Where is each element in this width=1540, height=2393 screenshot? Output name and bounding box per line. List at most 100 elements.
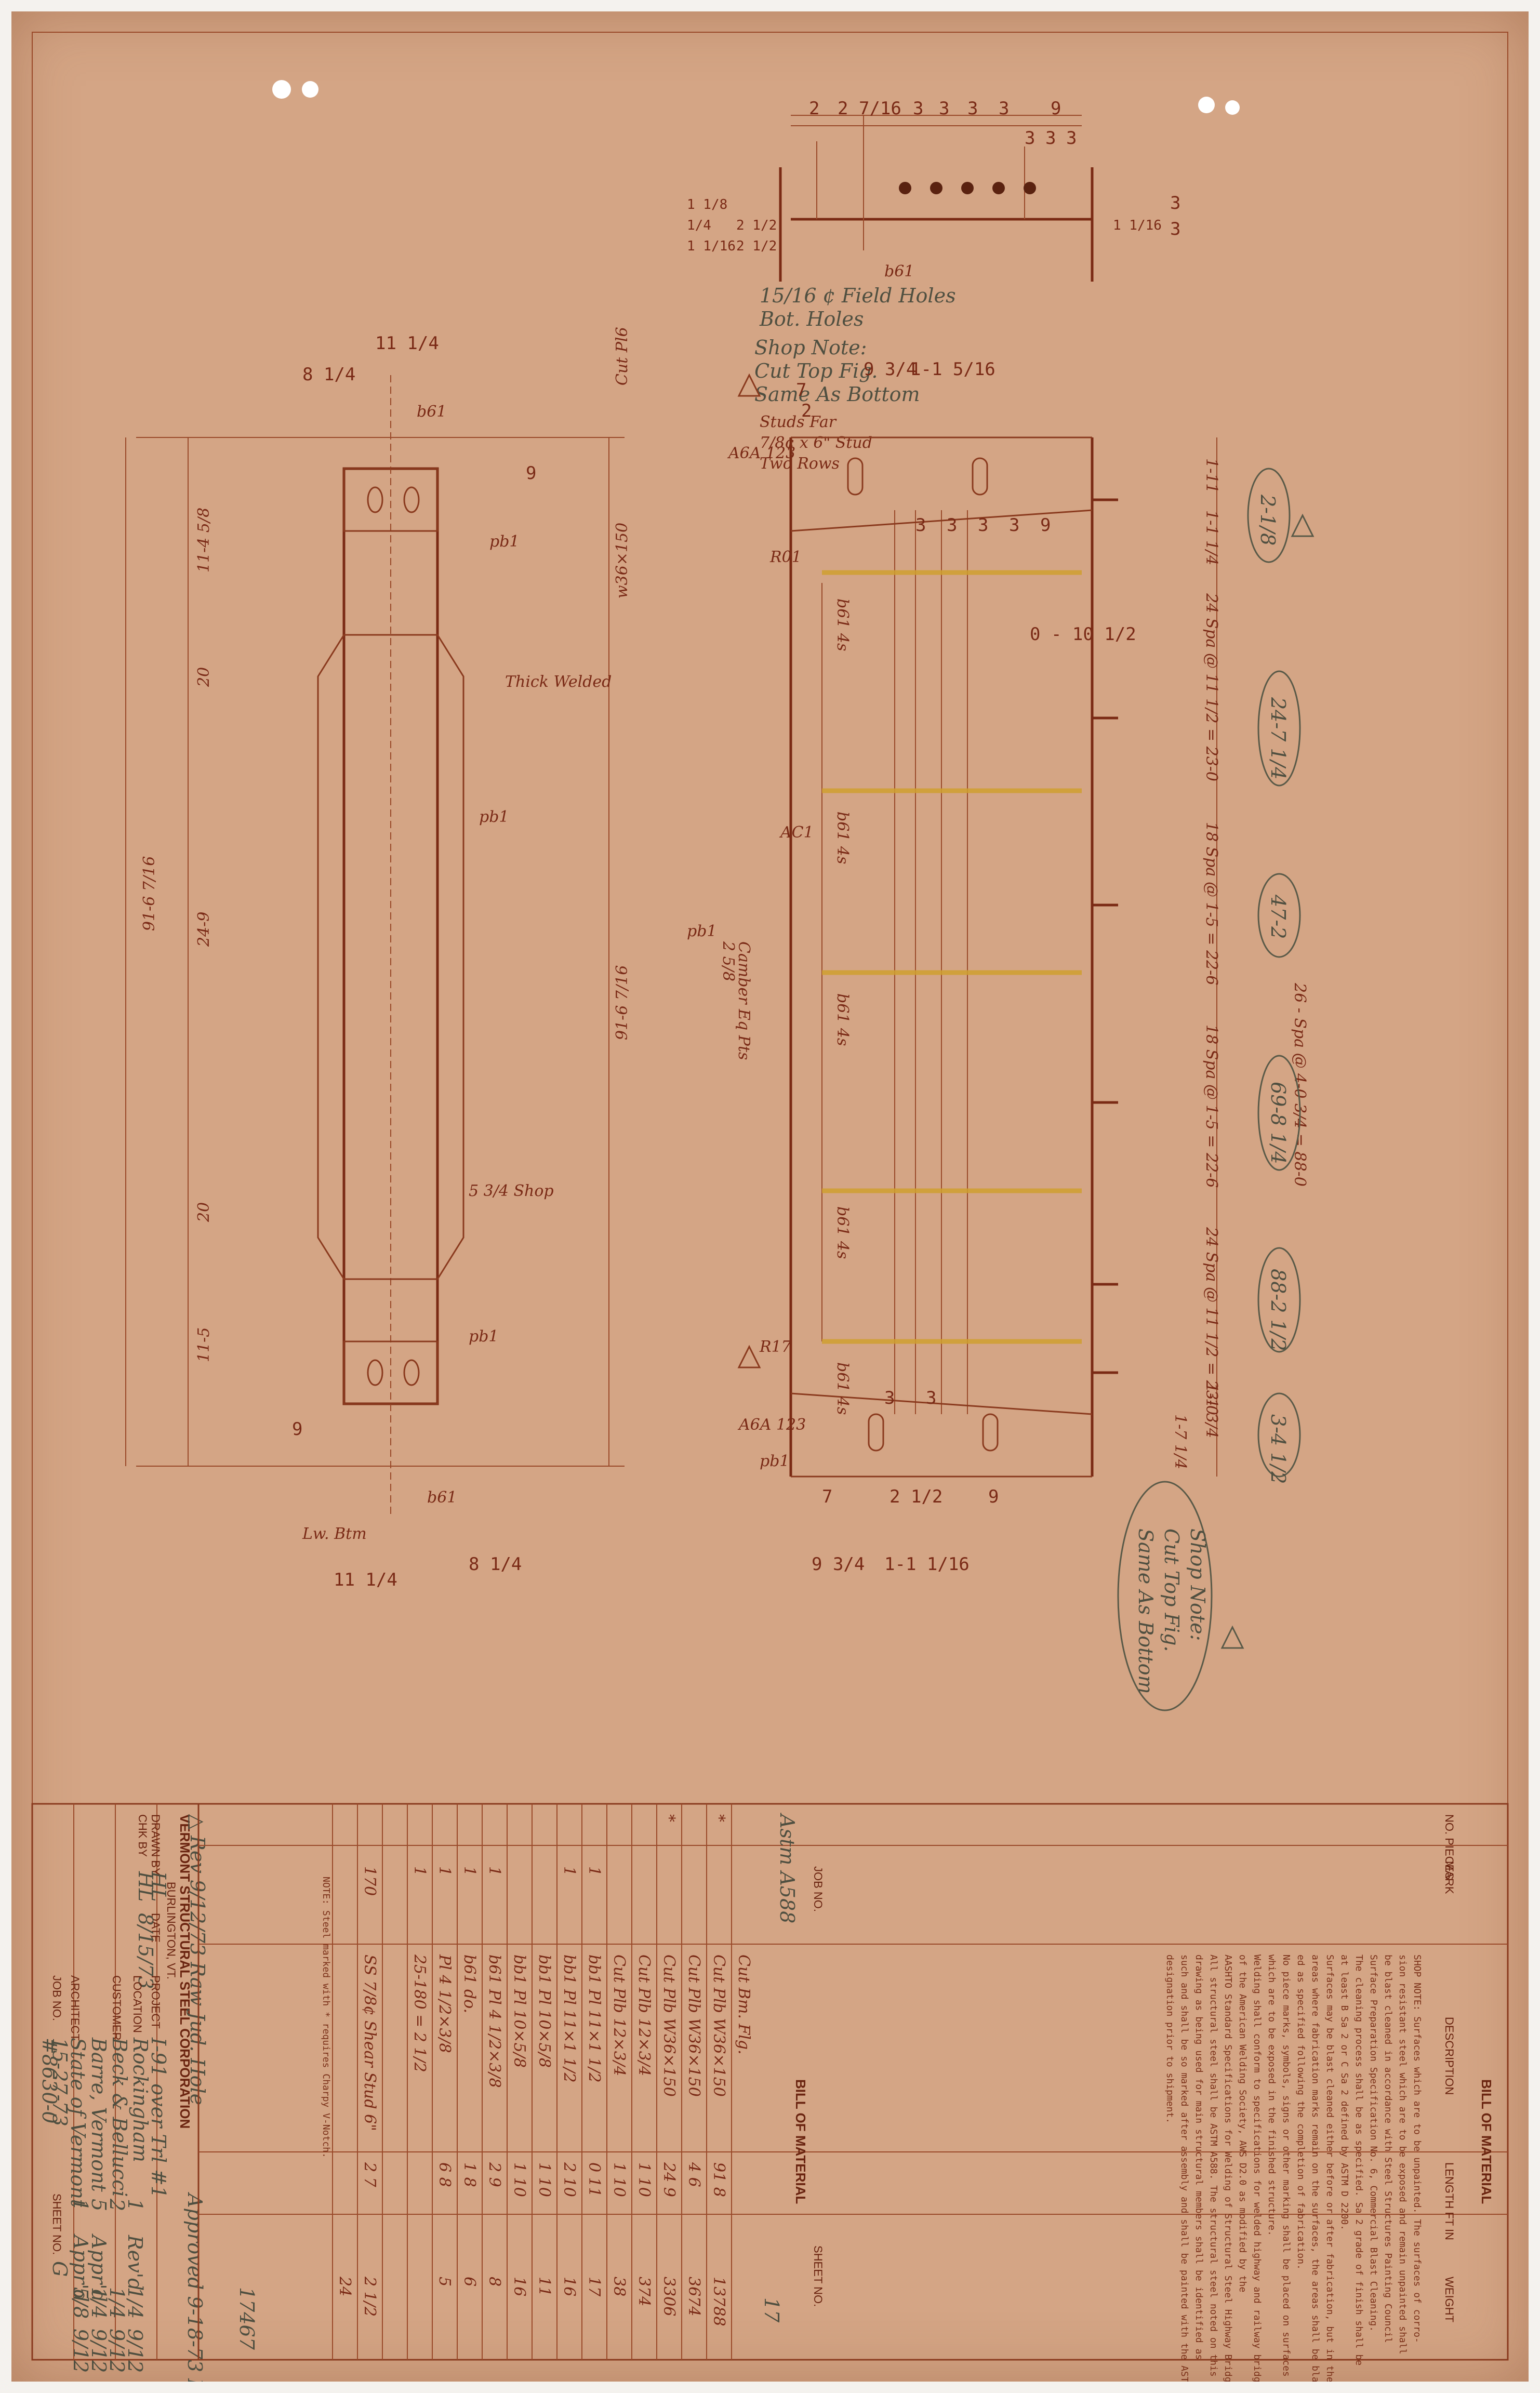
bom-cell-mark: 1 [485, 1866, 503, 1876]
title-block: VERMONT STRUCTURAL STEEL CORPORATION BUR… [31, 1803, 209, 2382]
overall-length: 91-6 7/16 [140, 856, 158, 931]
dwg-no: #8630-0 [38, 2038, 61, 2124]
camber-value: 2 5/8 [719, 941, 737, 981]
bom-cell-len: 0 11 [585, 2162, 603, 2197]
bom-cell-wt: 6 [460, 2277, 479, 2286]
stiffener-mark: b61 4s [833, 599, 852, 651]
right-end-dim: 7 [822, 1486, 832, 1507]
segment: 18 Spa @ 1-5 = 22-6 [1202, 1025, 1220, 1188]
bom-cell-wt: 374 [635, 2277, 653, 2306]
left-dim: 1 1/8 [687, 197, 727, 212]
bom-cell-wt: 11 [535, 2277, 553, 2296]
revision-table: 1 1/4 9/12 2 1/4 9/12 5 1/4 9/12 1 5/8 9… [69, 2198, 147, 2373]
punch-hole [1198, 97, 1215, 113]
bom-cell-len: 1 8 [460, 2162, 479, 2187]
bom-cell-desc: Cut Plb 12×3/4 [635, 1955, 653, 2076]
note-line: 15/16 ¢ Field Holes [760, 284, 956, 307]
cut-label: Cut Pl6 [613, 327, 631, 385]
punch-hole [302, 81, 318, 98]
edge-dim: 8 1/4 [469, 1554, 522, 1575]
end-label: pb1 [760, 1452, 790, 1470]
bom-cell-wt: 16 [560, 2277, 578, 2296]
segment: 1-7 1/4 [1171, 1414, 1189, 1469]
camber-note: Camber Eq Pts [735, 941, 753, 1060]
piece-mark: b61 [427, 1488, 457, 1507]
right-end-dim: 1-1 1/16 [884, 1554, 970, 1575]
label-drawn: DRAWN BY [149, 1814, 162, 1876]
approval-stamp: Approved 9-18-73 Bellucci [183, 2192, 206, 2382]
end-dim: 9 [526, 463, 536, 484]
right-dim: 1 1/16 [1113, 218, 1162, 233]
station: 3-4 1/2 [1267, 1414, 1290, 1484]
note-line: Same As Bottom [1134, 1528, 1157, 1694]
piece-mark: pb1 [469, 1327, 499, 1346]
stiffener-mark: b61 4s [833, 993, 852, 1046]
shop-note-line: be blast cleaned in accordance with Stee… [1383, 1955, 1393, 2343]
shop-note-line: of the American Welding Society, AWS D2.… [1237, 1955, 1248, 2292]
left-end-dim: 9 [1040, 515, 1051, 536]
bom-cell-desc: Cut Plb W36×150 [685, 1955, 703, 2097]
left-dim: 1 1/16 [687, 238, 736, 254]
shop-note-line: The cleaning process shall be as specifi… [1353, 1955, 1364, 2365]
segment: 1-1 3/4 [1202, 1383, 1220, 1438]
checked-by: HL [134, 1871, 157, 1902]
drawing-sheet: 2 2 7/16 3 3 3 3 9 3 3 3 2 1/2 2 1/2 1 1… [11, 11, 1529, 2382]
label-checked: CHK BY [136, 1814, 149, 1857]
top-subdim: 3 [1025, 128, 1035, 149]
sub-length: 11-4 5/8 [195, 508, 213, 573]
plan-view: 91-6 7/16 11-4 5/8 20 24-9 20 11-5 w36×1… [125, 327, 631, 1590]
piece-mark: 5 3/4 Shop [469, 1182, 554, 1200]
bom-title: BILL OF MATERIAL [1479, 2079, 1494, 2204]
right-end-dim: 3 [926, 1388, 936, 1408]
company-city: BURLINGTON, VT. [165, 1882, 178, 1979]
top-subdim: 3 [1045, 128, 1056, 149]
bom-cell-desc: bb1 Pl 11×1 1/2 [585, 1955, 603, 2083]
piece-mark: pb1 [489, 533, 520, 551]
bom-cell-desc: b61 Pl 4 1/2×3/8 [485, 1955, 503, 2088]
bom-cell-len: 6 8 [435, 2162, 454, 2187]
piece-mark: Lw. Btm [302, 1525, 367, 1543]
bom-cell-desc: Cut Plb 12×3/4 [610, 1955, 628, 2076]
top-dim: 2 [809, 98, 819, 119]
shop-note-line: No piece marks, symbols, signs or other … [1281, 1955, 1292, 2377]
bom-spec: Astm A588 [776, 1813, 799, 1923]
top-dim: 3 [913, 98, 923, 119]
segment: 24 Spa @ 11 1/2 = 23-0 [1202, 1227, 1220, 1415]
rev-no: 1 [69, 2199, 92, 2211]
shop-note-line: SHOP NOTE: Surfaces which are to be unpa… [1412, 1955, 1423, 2343]
bom-header: DESCRIPTION [1443, 2017, 1456, 2095]
label-location: LOCATION [131, 1975, 144, 2033]
bom-cell-wt: 16 [510, 2277, 528, 2296]
company-name: VERMONT STRUCTURAL STEEL CORPORATION [177, 1814, 193, 2129]
shop-note-bubble: Shop Note: Cut Top Fig. Same As Bottom [1117, 1481, 1244, 1711]
right-end-dim: 3 [884, 1388, 895, 1408]
bearing-callout: A6A 123 [737, 1416, 806, 1434]
edge-dim: 11 1/4 [334, 1570, 397, 1590]
bom-title-2: BILL OF MATERIAL [793, 2079, 808, 2204]
edge-dim: 11 1/4 [375, 333, 439, 354]
bom-cell-mark: 1 [460, 1866, 479, 1876]
rev-no: 1 [124, 2199, 147, 2211]
end-label: R17 [759, 1338, 792, 1356]
top-dim: 9 [1051, 98, 1061, 119]
end-label: pb1 [687, 922, 717, 940]
bom-cell-len: 1 10 [610, 2162, 628, 2197]
shop-note-line: areas where fabrication marks remain on … [1310, 1955, 1321, 2382]
piece-mark: b61 [417, 403, 446, 421]
bom-cell-no: * [710, 1814, 728, 1822]
left-dim: 2 1/2 [736, 238, 777, 254]
segment: 18 Spa @ 1-5 = 22-6 [1202, 822, 1220, 985]
top-section-view: 2 2 7/16 3 3 3 3 9 3 3 3 2 1/2 2 1/2 1 1… [687, 98, 1180, 282]
customer: Beck & Bellucci [108, 2037, 131, 2197]
left-end-dim: 3 [947, 515, 957, 536]
bom-cell-mark: 1 [560, 1866, 578, 1876]
overall-length-2: 91-6 7/16 [613, 965, 631, 1040]
segment: 24 Spa @ 11 1/2 = 23-0 [1202, 593, 1220, 781]
left-end-dim: 7 [796, 380, 806, 401]
left-end-dim: 3 [978, 515, 988, 536]
bom-cell-desc: SS 7/8¢ Shear Stud 6" [361, 1955, 379, 2131]
right-end-dim: 9 3/4 [812, 1554, 865, 1575]
end-label: R01 [769, 548, 802, 566]
job-no: 15-27-73 [48, 2038, 71, 2126]
